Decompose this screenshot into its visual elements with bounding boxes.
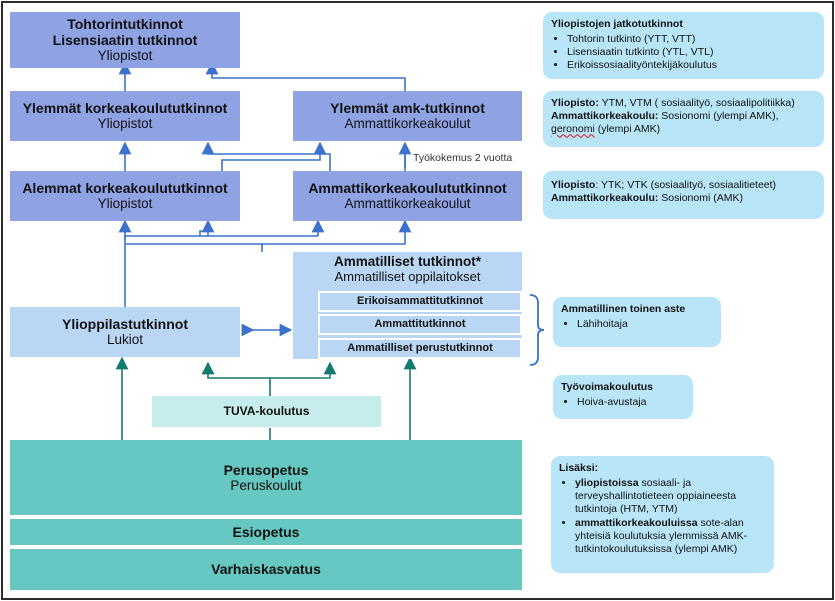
bracket-vocational xyxy=(529,294,545,366)
side-extra-list: yliopistoissa sosiaali- ja terveyshallin… xyxy=(559,477,766,556)
box-doctoral: Tohtorintutkinnot Lisensiaatin tutkinnot… xyxy=(10,12,240,68)
arrow-vocational-to-amk xyxy=(262,219,412,245)
box-lower-univ: Alemmat korkeakoulututkinnot Yliopistot xyxy=(10,171,240,221)
tuva-title: TUVA-koulutus xyxy=(223,403,310,418)
vocational-title: Ammatilliset tutkinnot* xyxy=(333,254,481,269)
box-tuva: TUVA-koulutus xyxy=(152,396,381,427)
box-amk: Ammattikorkeakoulututkinnot Ammattikorke… xyxy=(293,171,522,221)
arrow-tuva-to-matric xyxy=(201,361,271,396)
vocational-sub: Ammatilliset oppilaitokset xyxy=(334,268,481,284)
arrow-lower-to-higheramk xyxy=(221,141,327,171)
connector-vocational-left xyxy=(125,243,263,252)
connector-horizontal xyxy=(124,235,318,240)
side-extra-i1: sosiaali- ja terveyshallintotieteen oppi… xyxy=(575,477,737,516)
side-lower: Yliopisto: YTK; VTK (sosiaalityö, sosiaa… xyxy=(543,171,824,219)
side-postgrad-heading: Yliopistojen jatkotutkinnot xyxy=(551,18,683,30)
side-higher-l1: YTM, VTM ( sosiaalityö, sosiaalipolitiik… xyxy=(598,97,795,109)
matric-title: Ylioppilastutkinnot xyxy=(62,316,188,333)
preschool-title: Esiopetus xyxy=(232,523,300,540)
doctoral-sub: Yliopistot xyxy=(97,48,153,64)
ecec-title: Varhaiskasvatus xyxy=(211,561,321,578)
side-extra-i2-bold: ammattikorkeakouluissa xyxy=(575,516,698,529)
vocational-item-0: Erikoisammattitutkinnot xyxy=(357,295,483,308)
side-extra: Lisäksi: yliopistoissa sosiaali- ja terv… xyxy=(551,456,774,573)
side-secondary-heading: Ammatillinen toinen aste xyxy=(561,303,686,315)
side-extra-i1-bold: yliopistoissa xyxy=(575,477,639,490)
side-higher: Yliopisto: YTM, VTM ( sosiaalityö, sosia… xyxy=(543,91,824,147)
side-secondary-item: Lähihoitaja xyxy=(577,318,713,331)
side-postgrad: Yliopistojen jatkotutkinnot Tohtorin tut… xyxy=(543,12,824,79)
basic-sub: Peruskoulut xyxy=(230,477,302,493)
matric-sub: Lukiot xyxy=(106,332,144,348)
side-lower-l2: Sosionomi (AMK) xyxy=(658,192,743,205)
side-lower-l1-bold: Yliopisto xyxy=(551,179,596,191)
side-labour-list: Hoiva-avustaja xyxy=(561,396,685,409)
side-extra-i2: sote-alan yhteisiä koulutuksia ylemmissä… xyxy=(575,516,748,555)
box-matric: Ylioppilastutkinnot Lukiot xyxy=(10,307,240,357)
lower-univ-title: Alemmat korkeakoulututkinnot xyxy=(22,180,228,197)
side-extra-item: ammattikorkeakouluissa sote-alan yhteisi… xyxy=(575,517,766,556)
higher-amk-sub: Ammattikorkeakoulut xyxy=(344,116,471,132)
box-higher-amk: Ylemmät amk-tutkinnot Ammattikorkeakoulu… xyxy=(293,91,522,141)
doctoral-title2: Lisensiaatin tutkinnot xyxy=(52,32,198,49)
side-labour: Työvoimakoulutus Hoiva-avustaja xyxy=(553,375,693,419)
side-postgrad-list: Tohtorin tutkinto (YTT, VTT) Lisensiaati… xyxy=(551,33,816,72)
arrow-amk-to-higher xyxy=(201,141,331,171)
side-labour-item: Hoiva-avustaja xyxy=(577,396,685,409)
vocational-item-2: Ammatilliset perustutkinnot xyxy=(347,342,493,355)
side-higher-l2: Sosionomi (ylempi AMK), xyxy=(658,110,779,123)
side-postgrad-item: Tohtorin tutkinto (YTT, VTT) xyxy=(567,33,816,46)
higher-univ-sub: Yliopistot xyxy=(97,116,153,132)
arrow-higheramk-to-doctoral xyxy=(205,61,406,91)
side-secondary-list: Lähihoitaja xyxy=(561,318,713,331)
side-extra-item: yliopistoissa sosiaali- ja terveyshallin… xyxy=(575,477,766,516)
amk-title: Ammattikorkeakoulututkinnot xyxy=(308,180,507,197)
vocational-item-1: Ammattitutkinnot xyxy=(374,318,466,331)
basic-title: Perusopetus xyxy=(223,461,309,478)
side-secondary: Ammatillinen toinen aste Lähihoitaja xyxy=(553,297,721,347)
side-lower-l2-bold: Ammattikorkeakoulu: xyxy=(551,192,659,205)
side-higher-l3-underlined: geronomi xyxy=(551,123,595,136)
box-preschool: Esiopetus xyxy=(10,519,522,545)
side-postgrad-item: Lisensiaatin tutkinto (YTL, VTL) xyxy=(567,46,816,59)
side-higher-l1-bold: Yliopisto: xyxy=(551,97,599,109)
side-higher-l3: (ylempi AMK) xyxy=(594,123,661,136)
side-higher-l2-bold: Ammattikorkeakoulu: xyxy=(551,110,659,123)
box-basic: Perusopetus Peruskoulut xyxy=(10,440,522,515)
higher-amk-title: Ylemmät amk-tutkinnot xyxy=(330,100,485,117)
box-higher-univ: Ylemmät korkeakoulututkinnot Yliopistot xyxy=(10,91,240,141)
side-postgrad-item: Erikoissosiaalityöntekijäkoulutus xyxy=(567,59,816,72)
doctoral-title1: Tohtorintutkinnot xyxy=(67,16,183,33)
vocational-item-basic: Ammatilliset perustutkinnot xyxy=(318,338,522,359)
side-labour-heading: Työvoimakoulutus xyxy=(561,381,653,393)
side-extra-heading: Lisäksi: xyxy=(559,462,599,474)
vocational-item-further: Ammattitutkinnot xyxy=(318,314,522,335)
higher-univ-title: Ylemmät korkeakoulututkinnot xyxy=(22,100,228,117)
box-ecec: Varhaiskasvatus xyxy=(10,549,522,590)
vocational-item-specialist: Erikoisammattitutkinnot xyxy=(318,291,522,312)
amk-sub: Ammattikorkeakoulut xyxy=(344,196,471,212)
side-lower-l1: : YTK; VTK (sosiaalityö, sosiaalitieteet… xyxy=(595,179,777,191)
work-experience-note: Työkokemus 2 vuotta xyxy=(413,152,513,164)
arrow-tuva-to-vocational xyxy=(270,361,337,379)
lower-univ-sub: Yliopistot xyxy=(97,196,153,212)
